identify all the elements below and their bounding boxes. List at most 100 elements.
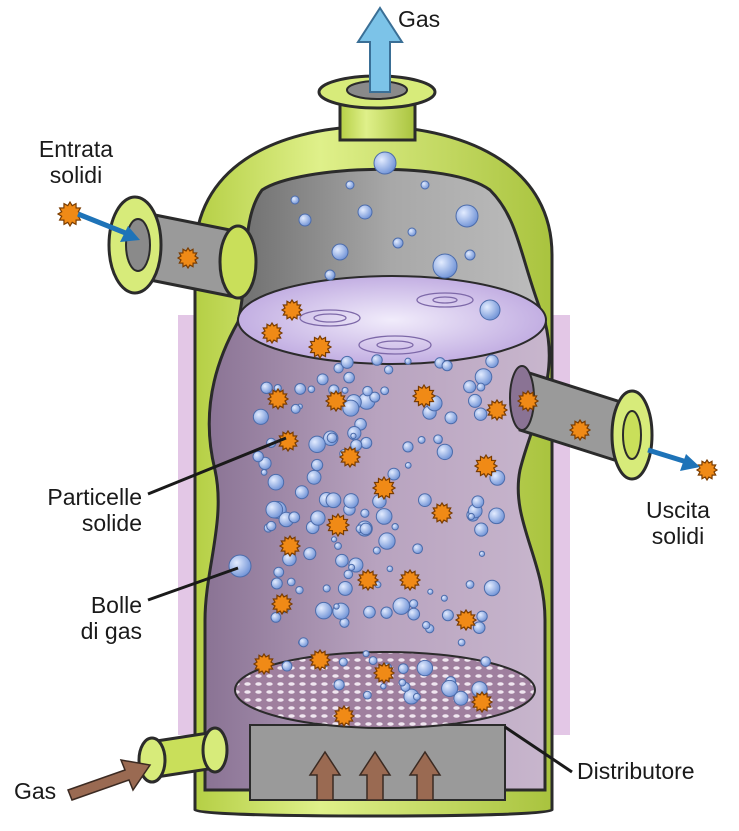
gas-bubble [339,658,347,666]
gas-bubble [475,369,492,386]
gas-bubble [376,509,392,525]
gas-bubble [465,250,475,260]
gas-bubble [331,537,336,542]
gas-bubble [253,451,263,461]
gas-bubble [334,604,339,609]
particles-label: Particelle solide [10,484,142,536]
gas-bubble [295,486,308,499]
gas-bubble [475,523,488,536]
gas-outlet-label: Gas [398,6,440,32]
gas-bubble [484,580,499,595]
gas-bubble [351,433,356,438]
gas-bubble [335,543,342,550]
gas-bubble [289,512,300,523]
distributor-label: Distributore [577,758,695,784]
gas-inlet-arrow-icon [68,760,150,800]
gas-bubble [489,508,505,524]
gas-bubble [342,387,348,393]
gas-bubble [336,554,349,567]
gas-bubble [261,470,267,476]
gas-bubble [334,680,344,690]
gas-bubble [369,657,377,665]
gas-bubble [307,470,321,484]
gas-bubble [360,523,372,535]
gas-bubble [311,459,322,470]
bed-surface [238,276,546,364]
gas-bubble [323,585,330,592]
gas-bubble [332,244,348,260]
gas-bubble [458,639,465,646]
gas-bubble [469,394,482,407]
gas-bubble [381,387,389,395]
gas-bubble [410,600,418,608]
gas-bubble [417,660,432,675]
gas-bubble [363,651,369,657]
gas-bubble [428,589,433,594]
gas-bubble [317,374,328,385]
gas-bubble [445,412,457,424]
gas-bubble [261,382,272,393]
gas-bubble [442,680,458,696]
gas-bubble [291,404,300,413]
gas-bubble [477,383,485,391]
upflow-arrow-icon [310,752,440,800]
gas-bubble [374,152,396,174]
gas-bubble [479,551,484,556]
gas-bubble [325,270,335,280]
gas-bubble [405,462,411,468]
gas-bubble [393,238,403,248]
gas-bubble [472,496,484,508]
gas-bubble [456,205,478,227]
gas-bubble [316,602,332,618]
gas-bubble [408,228,416,236]
gas-bubble [338,582,352,596]
gas-bubble [468,513,474,519]
gas-bubble [344,494,358,508]
gas-bubble [441,595,447,601]
solids-outlet-label: Uscita solidi [628,497,728,549]
gas-bubble [387,566,393,572]
gas-bubble [392,524,398,530]
gas-bubble [442,610,453,621]
gas-bubble [308,386,315,393]
gas-bubble [363,386,373,396]
gas-bubble [433,254,457,278]
gas-bubble [473,622,485,634]
gas-bubble [346,181,354,189]
gas-bubble [295,384,306,395]
gas-bubble [326,493,341,508]
gas-bubble [361,437,372,448]
gas-bubble [399,679,406,686]
gas-bubble [253,409,268,424]
gas-bubble [341,356,353,368]
gas-bubble [287,578,295,586]
gas-bubble [481,657,491,667]
gas-bubble [266,501,283,518]
gas-bubble [373,547,380,554]
gas-bubble [474,408,486,420]
gas-bubble [327,433,337,443]
gas-bubble [372,355,383,366]
gas-bubble [413,544,423,554]
gas-bubble [311,511,325,525]
gas-bubble [393,598,410,615]
gas-bubble [486,355,498,367]
gas-bubble [361,509,369,517]
gas-bubble [423,622,430,629]
solids-outlet-arrow-icon [648,450,700,471]
gas-bubble [304,548,316,560]
gas-bubble [408,608,420,620]
gas-bubble [343,400,359,416]
gas-bubble [358,205,372,219]
gas-bubble [271,613,281,623]
gas-bubble [405,358,411,364]
gas-bubble [379,533,395,549]
gas-bubble [349,564,355,570]
gas-bubble [299,638,308,647]
gas-bubble [418,436,425,443]
gas-bubble [267,521,276,530]
gas-bubble [229,555,251,577]
solid-particle [697,460,717,480]
gas-bubble [381,607,392,618]
gas-bubble [384,366,392,374]
